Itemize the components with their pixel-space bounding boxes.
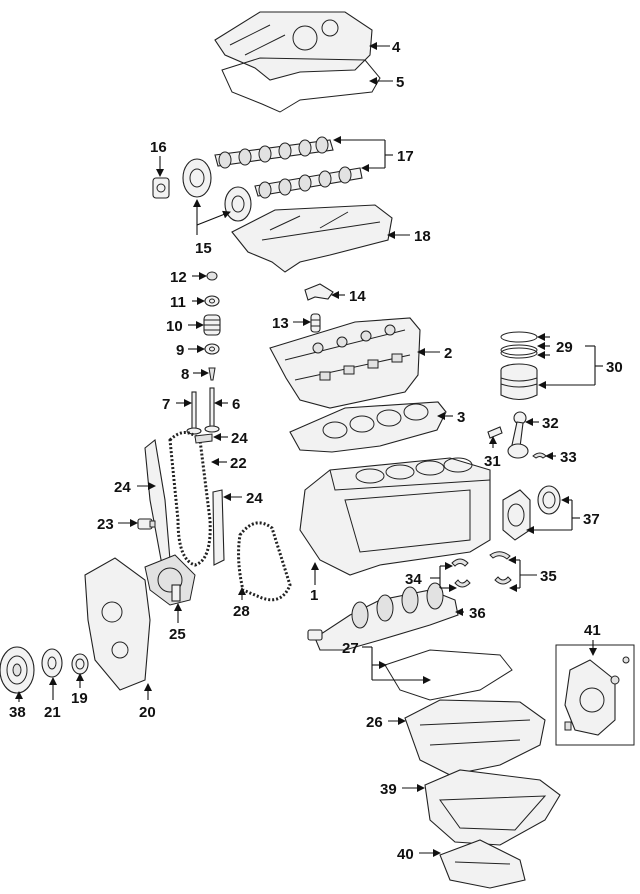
callout-12: 12 — [170, 269, 187, 286]
timing-chain — [168, 431, 212, 567]
callout-1: 1 — [310, 587, 318, 604]
head-gasket — [289, 401, 447, 453]
camshaft-housing — [231, 204, 393, 273]
callout-17: 17 — [397, 148, 414, 165]
callout-27: 27 — [342, 640, 359, 657]
oil-pan-lower — [439, 839, 526, 889]
callout-22: 22 — [230, 455, 247, 472]
callout-20: 20 — [139, 704, 156, 721]
callout-30: 30 — [606, 359, 623, 376]
callout-38: 38 — [9, 704, 26, 721]
callout-41: 41 — [584, 622, 601, 639]
chain-guide-top — [194, 433, 213, 444]
piston — [500, 363, 538, 401]
oil-pump-chain — [237, 521, 292, 602]
valve-train-parts — [203, 271, 221, 381]
rear-main-seal — [502, 485, 561, 541]
callout-29: 29 — [556, 339, 573, 356]
callout-35: 35 — [540, 568, 557, 585]
callout-23: 23 — [97, 516, 114, 533]
callout-14: 14 — [349, 288, 366, 305]
lifter — [310, 313, 321, 333]
callout-31: 31 — [484, 453, 501, 470]
callout-36: 36 — [469, 605, 486, 622]
cylinder-head — [269, 317, 421, 409]
timing-cover — [84, 557, 151, 691]
callout-9: 9 — [176, 342, 184, 359]
callout-7: 7 — [162, 396, 170, 413]
oil-pump-inset — [555, 644, 635, 746]
callout-2: 2 — [444, 345, 452, 362]
cover-gasket — [221, 57, 381, 113]
callout-37: 37 — [583, 511, 600, 528]
callout-32: 32 — [542, 415, 559, 432]
piston-pin — [487, 426, 503, 439]
callout-10: 10 — [166, 318, 183, 335]
callout-21: 21 — [44, 704, 61, 721]
piston-rings — [500, 331, 538, 359]
callout-15: 15 — [195, 240, 212, 257]
callout-16: 16 — [150, 139, 167, 156]
rocker-arm — [304, 283, 334, 301]
crankshaft — [307, 582, 459, 651]
callout-39: 39 — [380, 781, 397, 798]
solenoid — [152, 177, 170, 199]
chain-guide-left — [144, 438, 171, 566]
cylinder-head-cover — [214, 11, 373, 81]
main-bearings — [451, 551, 512, 588]
camshafts — [214, 136, 363, 199]
sprocket-assembly — [144, 554, 196, 606]
callout-18: 18 — [414, 228, 431, 245]
oil-pan — [424, 769, 561, 846]
rod-bearings — [532, 452, 547, 459]
callout-28: 28 — [233, 603, 250, 620]
connecting-rod — [507, 411, 529, 459]
tensioner — [137, 518, 156, 530]
callout-11: 11 — [170, 294, 186, 311]
cam-adjusters — [182, 158, 252, 222]
callout-8: 8 — [181, 366, 189, 383]
callout-6: 6 — [232, 396, 240, 413]
valves — [186, 387, 220, 435]
callout-24-left: 24 — [114, 479, 131, 496]
callout-4: 4 — [392, 39, 401, 56]
callout-13: 13 — [272, 315, 289, 332]
callout-33: 33 — [560, 449, 577, 466]
oil-pan-gasket — [384, 649, 513, 701]
callout-40: 40 — [397, 846, 414, 863]
chain-tensioner-rail — [212, 489, 225, 566]
callout-24-top: 24 — [231, 430, 248, 447]
lower-crankcase — [404, 699, 546, 776]
callout-19: 19 — [71, 690, 88, 707]
callout-5: 5 — [396, 74, 404, 91]
crank-sprocket — [41, 648, 63, 678]
callout-25: 25 — [169, 626, 186, 643]
harmonic-balancer — [0, 646, 35, 694]
leader-lines — [15, 42, 603, 857]
callout-26: 26 — [366, 714, 383, 731]
callout-34: 34 — [405, 571, 422, 588]
callout-3: 3 — [457, 409, 465, 426]
engine-block — [299, 457, 491, 576]
callout-labels: 4 5 16 17 15 18 12 11 10 9 8 7 6 14 13 2… — [9, 39, 623, 863]
callout-24-right: 24 — [246, 490, 263, 507]
front-seal — [71, 653, 89, 675]
